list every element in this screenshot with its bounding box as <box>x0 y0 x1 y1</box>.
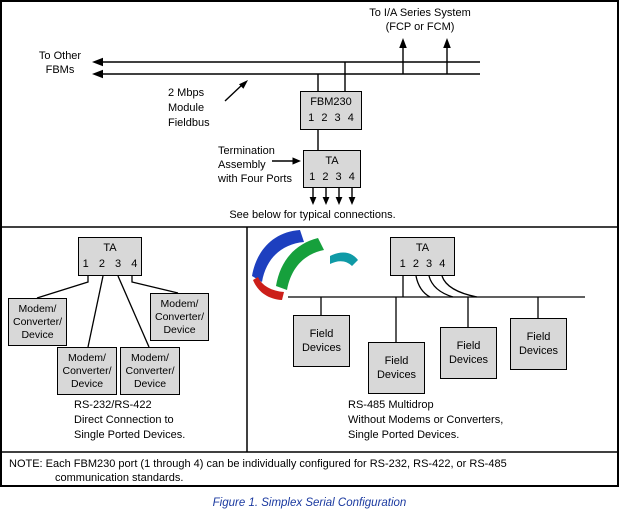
termination-assembly-label: Termination Assembly with Four Ports <box>218 145 292 185</box>
ta-right-title: TA <box>415 242 430 254</box>
field-devices-label: Field Devices <box>376 355 417 381</box>
field-devices-label: Field Devices <box>301 328 342 354</box>
modem-device-box-3: Modem/ Converter/ Device <box>57 347 117 395</box>
fbm230-ports: 1 2 3 4 <box>308 112 354 124</box>
field-devices-box-3: Field Devices <box>440 327 497 379</box>
left-arrow-icon <box>92 57 103 67</box>
modem-device-box-1: Modem/ Converter/ Device <box>8 298 67 346</box>
logo-ribbon-teal <box>330 252 358 266</box>
right-panel-connectors <box>288 275 585 342</box>
left-arrow-icon <box>92 69 103 79</box>
modem-device-label: Modem/ Converter/ Device <box>62 351 112 390</box>
top-connectors <box>272 62 356 205</box>
ta-box-right: TA 1 2 3 4 <box>390 237 455 276</box>
down-arrow-icon <box>335 197 343 205</box>
left-panel-connectors <box>36 275 179 348</box>
see-below-label: See below for typical connections. <box>229 209 396 221</box>
logo-ribbon-blue <box>252 230 304 282</box>
modem-device-box-4: Modem/ Converter/ Device <box>120 347 180 395</box>
ta-left-title: TA <box>103 242 117 254</box>
rs485-caption: RS-485 Multidrop Without Modems or Conve… <box>348 399 504 441</box>
diagram-lines <box>2 38 617 453</box>
modem-device-label: Modem/ Converter/ Device <box>12 302 63 341</box>
fbm230-box: FBM230 1 2 3 4 <box>300 91 362 130</box>
figure-caption: Figure 1. Simplex Serial Configuration <box>212 497 407 509</box>
field-devices-label: Field Devices <box>518 331 559 357</box>
up-arrow-icon <box>399 38 407 48</box>
note-line-2: communication standards. <box>55 472 184 484</box>
ta-box-left: TA 1 2 3 4 <box>78 237 142 276</box>
fieldbus-speed-label: 2 Mbps Module Fieldbus <box>168 87 210 129</box>
panel-dividers <box>2 226 617 453</box>
brand-logo <box>252 230 358 300</box>
ia-system-label: To I/A Series System (FCP or FCM) <box>369 7 471 33</box>
field-devices-box-1: Field Devices <box>293 315 350 367</box>
note-line-1: NOTE: Each FBM230 port (1 through 4) can… <box>9 458 507 470</box>
rs232-caption: RS-232/RS-422 Direct Connection to Singl… <box>74 399 186 441</box>
ta-top-ports: 1 2 3 4 <box>309 171 355 183</box>
field-devices-box-4: Field Devices <box>510 318 567 370</box>
right-arrow-icon <box>292 157 301 165</box>
modem-device-box-2: Modem/ Converter/ Device <box>150 293 209 341</box>
fieldbus-lines <box>92 38 480 102</box>
termination-assembly-box: TA 1 2 3 4 <box>303 150 361 188</box>
modem-device-label: Modem/ Converter/ Device <box>125 351 175 390</box>
ta-right-ports: 1 2 3 4 <box>399 258 446 270</box>
logo-ribbon-green <box>276 238 324 290</box>
down-arrow-icon <box>309 197 317 205</box>
modem-device-label: Modem/ Converter/ Device <box>154 297 205 336</box>
ta-left-ports: 1 2 3 4 <box>82 258 138 270</box>
up-arrow-icon <box>443 38 451 48</box>
logo-ribbon-red <box>253 277 284 300</box>
other-fbms-label: To Other FBMs <box>38 50 82 76</box>
fbm230-title: FBM230 <box>310 96 352 108</box>
down-arrow-icon <box>348 197 356 205</box>
ta-top-title: TA <box>325 155 339 167</box>
diagonal-arrow-icon <box>239 80 248 89</box>
field-devices-box-2: Field Devices <box>368 342 425 394</box>
field-devices-label: Field Devices <box>448 340 489 366</box>
down-arrow-icon <box>322 197 330 205</box>
